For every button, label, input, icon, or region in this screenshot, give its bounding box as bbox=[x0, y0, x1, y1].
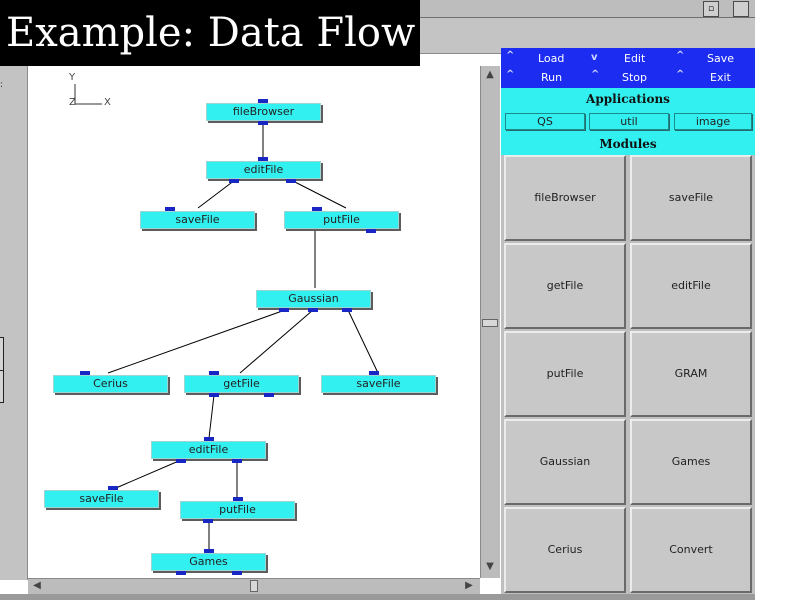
graph-node-filebrowser[interactable]: fileBrowser bbox=[206, 103, 321, 121]
node-output-port[interactable] bbox=[203, 519, 213, 523]
modules-heading: Modules bbox=[501, 133, 755, 155]
node-output-port[interactable] bbox=[286, 179, 296, 183]
applications-row: QS util image bbox=[501, 110, 755, 133]
node-input-port[interactable] bbox=[108, 486, 118, 490]
module-getfile-button[interactable]: getFile bbox=[504, 243, 626, 329]
module-convert-button[interactable]: Convert bbox=[630, 507, 752, 593]
horizontal-scroll-thumb[interactable] bbox=[250, 580, 258, 592]
axis-y-label: Y bbox=[69, 72, 76, 83]
graph-node-gaussian[interactable]: Gaussian bbox=[256, 290, 371, 308]
chevron-up-icon: ^ bbox=[676, 69, 685, 80]
run-button[interactable]: Run bbox=[541, 71, 563, 84]
node-input-port[interactable] bbox=[369, 371, 379, 375]
window-bottom-border bbox=[0, 594, 800, 600]
connection-lines bbox=[74, 84, 379, 551]
node-output-port[interactable] bbox=[258, 121, 268, 125]
command-bar: ^ Load v Edit ^ Save ^ Run ^ Stop ^ Exit bbox=[501, 48, 755, 88]
module-filebrowser-button[interactable]: fileBrowser bbox=[504, 155, 626, 241]
module-editfile-button[interactable]: editFile bbox=[630, 243, 752, 329]
node-output-port[interactable] bbox=[209, 393, 219, 397]
graph-node-savefile-3[interactable]: saveFile bbox=[44, 490, 159, 508]
axis-x-label: X bbox=[104, 97, 111, 108]
graph-node-cerius[interactable]: Cerius bbox=[53, 375, 168, 393]
node-output-port[interactable] bbox=[342, 308, 352, 312]
exit-button[interactable]: Exit bbox=[710, 71, 731, 84]
chevron-down-icon: v bbox=[591, 52, 598, 63]
edge-editfile-savefile2 bbox=[115, 459, 182, 489]
graph-node-editfile-2[interactable]: editFile bbox=[151, 441, 266, 459]
graph-node-getfile[interactable]: getFile bbox=[184, 375, 299, 393]
node-output-port[interactable] bbox=[279, 308, 289, 312]
node-input-port[interactable] bbox=[258, 157, 268, 161]
left-panel-divider bbox=[0, 370, 4, 371]
graph-node-savefile-2[interactable]: saveFile bbox=[321, 375, 436, 393]
module-games-button[interactable]: Games bbox=[630, 419, 752, 505]
node-input-port[interactable] bbox=[80, 371, 90, 375]
dataflow-canvas[interactable]: Y Z X fileBrowser editFile saveFile putF… bbox=[28, 66, 480, 578]
arrow-down-icon[interactable]: ▼ bbox=[486, 561, 494, 572]
node-input-port[interactable] bbox=[165, 207, 175, 211]
edge-gaussian-cerius bbox=[107, 309, 286, 374]
node-output-port[interactable] bbox=[264, 393, 274, 397]
edge-getfile-editfile bbox=[208, 394, 215, 439]
graph-node-editfile[interactable]: editFile bbox=[206, 161, 321, 179]
node-input-port[interactable] bbox=[233, 497, 243, 501]
iconify-icon[interactable]: ▫ bbox=[703, 1, 719, 17]
app-qs-button[interactable]: QS bbox=[505, 113, 585, 130]
arrow-left-icon[interactable]: ◀ bbox=[33, 580, 41, 591]
edge-editfile-putfile bbox=[290, 179, 347, 209]
chevron-up-icon: ^ bbox=[591, 69, 600, 80]
edge-gaussian-getfile bbox=[239, 309, 314, 374]
node-input-port[interactable] bbox=[204, 549, 214, 553]
chevron-up-icon: ^ bbox=[676, 50, 685, 61]
node-output-port[interactable] bbox=[229, 179, 239, 183]
chevron-up-icon: ^ bbox=[506, 69, 515, 80]
graph-node-putfile[interactable]: putFile bbox=[284, 211, 399, 229]
load-button[interactable]: Load bbox=[538, 52, 565, 65]
axis-z-label: Z bbox=[69, 97, 76, 108]
arrow-right-icon[interactable]: ▶ bbox=[465, 580, 473, 591]
node-input-port[interactable] bbox=[312, 207, 322, 211]
node-input-port[interactable] bbox=[209, 371, 219, 375]
slide-margin bbox=[755, 0, 800, 600]
app-image-button[interactable]: image bbox=[674, 113, 752, 130]
maximize-icon[interactable] bbox=[733, 1, 749, 17]
edit-button[interactable]: Edit bbox=[624, 52, 646, 65]
stop-button[interactable]: Stop bbox=[622, 71, 648, 84]
node-input-port[interactable] bbox=[204, 437, 214, 441]
slide-title: Example: Data Flow bbox=[0, 0, 420, 66]
node-output-port[interactable] bbox=[366, 229, 376, 233]
left-panel-mark: : bbox=[0, 80, 4, 90]
node-output-port[interactable] bbox=[176, 571, 186, 575]
node-output-port[interactable] bbox=[232, 571, 242, 575]
applications-heading: Applications bbox=[501, 88, 755, 110]
node-output-port[interactable] bbox=[308, 308, 318, 312]
edge-gaussian-savefile bbox=[347, 309, 379, 374]
arrow-up-icon[interactable]: ▲ bbox=[486, 69, 494, 80]
chevron-up-icon: ^ bbox=[506, 50, 515, 61]
module-putfile-button[interactable]: putFile bbox=[504, 331, 626, 417]
vertical-scroll-thumb[interactable] bbox=[482, 319, 498, 327]
edge-editfile-savefile bbox=[197, 179, 236, 209]
app-util-button[interactable]: util bbox=[589, 113, 669, 130]
node-output-port[interactable] bbox=[232, 459, 242, 463]
graph-node-putfile-2[interactable]: putFile bbox=[180, 501, 295, 519]
node-output-port[interactable] bbox=[176, 459, 186, 463]
node-input-port[interactable] bbox=[258, 99, 268, 103]
module-savefile-button[interactable]: saveFile bbox=[630, 155, 752, 241]
module-gaussian-button[interactable]: Gaussian bbox=[504, 419, 626, 505]
graph-node-games[interactable]: Games bbox=[151, 553, 266, 571]
graph-node-savefile[interactable]: saveFile bbox=[140, 211, 255, 229]
left-panel-strip bbox=[0, 66, 28, 580]
module-cerius-button[interactable]: Cerius bbox=[504, 507, 626, 593]
save-button[interactable]: Save bbox=[707, 52, 735, 65]
module-gram-button[interactable]: GRAM bbox=[630, 331, 752, 417]
